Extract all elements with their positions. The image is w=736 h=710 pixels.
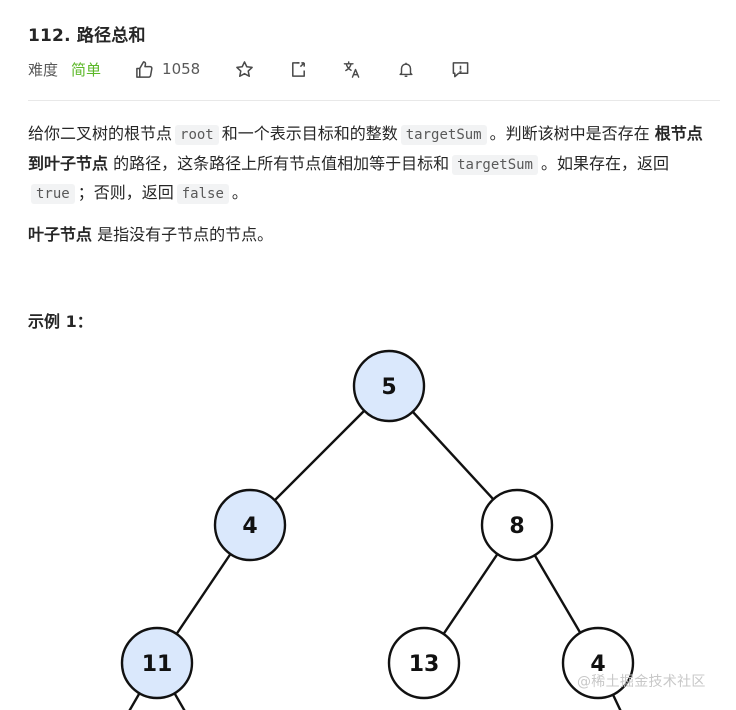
watermark: @稀土掘金技术社区	[577, 674, 706, 690]
code-target-sum: targetSum	[452, 154, 538, 175]
example-title: 示例 1：	[28, 312, 93, 331]
bold-root-to-leaf: 根节点到叶子节点	[28, 124, 703, 173]
tree-node-circle	[120, 626, 194, 700]
like-count: 1058	[162, 60, 201, 78]
share-icon[interactable]	[288, 59, 308, 79]
difficulty-label: 难度	[28, 60, 59, 79]
feedback-icon[interactable]	[450, 59, 470, 79]
like-button[interactable]: 1058	[135, 60, 200, 79]
desc-text: 。如果存在，返回	[540, 153, 669, 173]
desc-text: 的路径，这条路径上所有节点值相加等于目标和	[113, 153, 450, 173]
desc-text: ；否则，返回	[77, 183, 174, 202]
difficulty-value: 简单	[71, 60, 102, 79]
code-root: root	[175, 125, 219, 145]
tree-node-circle	[480, 488, 554, 562]
star-icon[interactable]	[234, 59, 254, 79]
tree-node-label: 8	[509, 514, 524, 539]
code-true: true	[31, 184, 75, 204]
code-target-sum: targetSum	[400, 125, 487, 145]
leaf-definition: 叶子节点 是指没有子节点的节点。	[28, 221, 273, 248]
tree-node-circle	[561, 626, 635, 700]
tree-node-circle	[213, 488, 287, 562]
tree-node-circle	[387, 626, 461, 700]
desc-text: 给你二叉树的根节点	[28, 124, 173, 143]
problem-title: 112. 路径总和	[28, 26, 146, 46]
tree-node-label: 4	[242, 514, 257, 539]
tree-node-label: 11	[142, 652, 173, 677]
bell-icon[interactable]	[396, 59, 416, 79]
desc-text: 和一个表示目标和的整数	[221, 124, 398, 143]
translate-icon[interactable]	[342, 59, 362, 79]
desc-text: 。	[231, 183, 248, 202]
code-false: false	[176, 184, 229, 204]
desc-text: 。判断该树中是否存在	[489, 124, 650, 143]
bold-leaf-node: 叶子节点	[28, 225, 93, 244]
thumbs-up-icon	[135, 60, 154, 79]
tree-node-label: 5	[381, 375, 396, 400]
tree-node-circle	[352, 349, 426, 423]
tree-node-label: 13	[409, 652, 440, 677]
divider	[28, 100, 720, 101]
leaf-definition-text: 是指没有子节点的节点。	[97, 225, 274, 244]
meta-row: 难度 简单 1058	[28, 56, 504, 82]
tree-node-label: 4	[590, 652, 605, 677]
